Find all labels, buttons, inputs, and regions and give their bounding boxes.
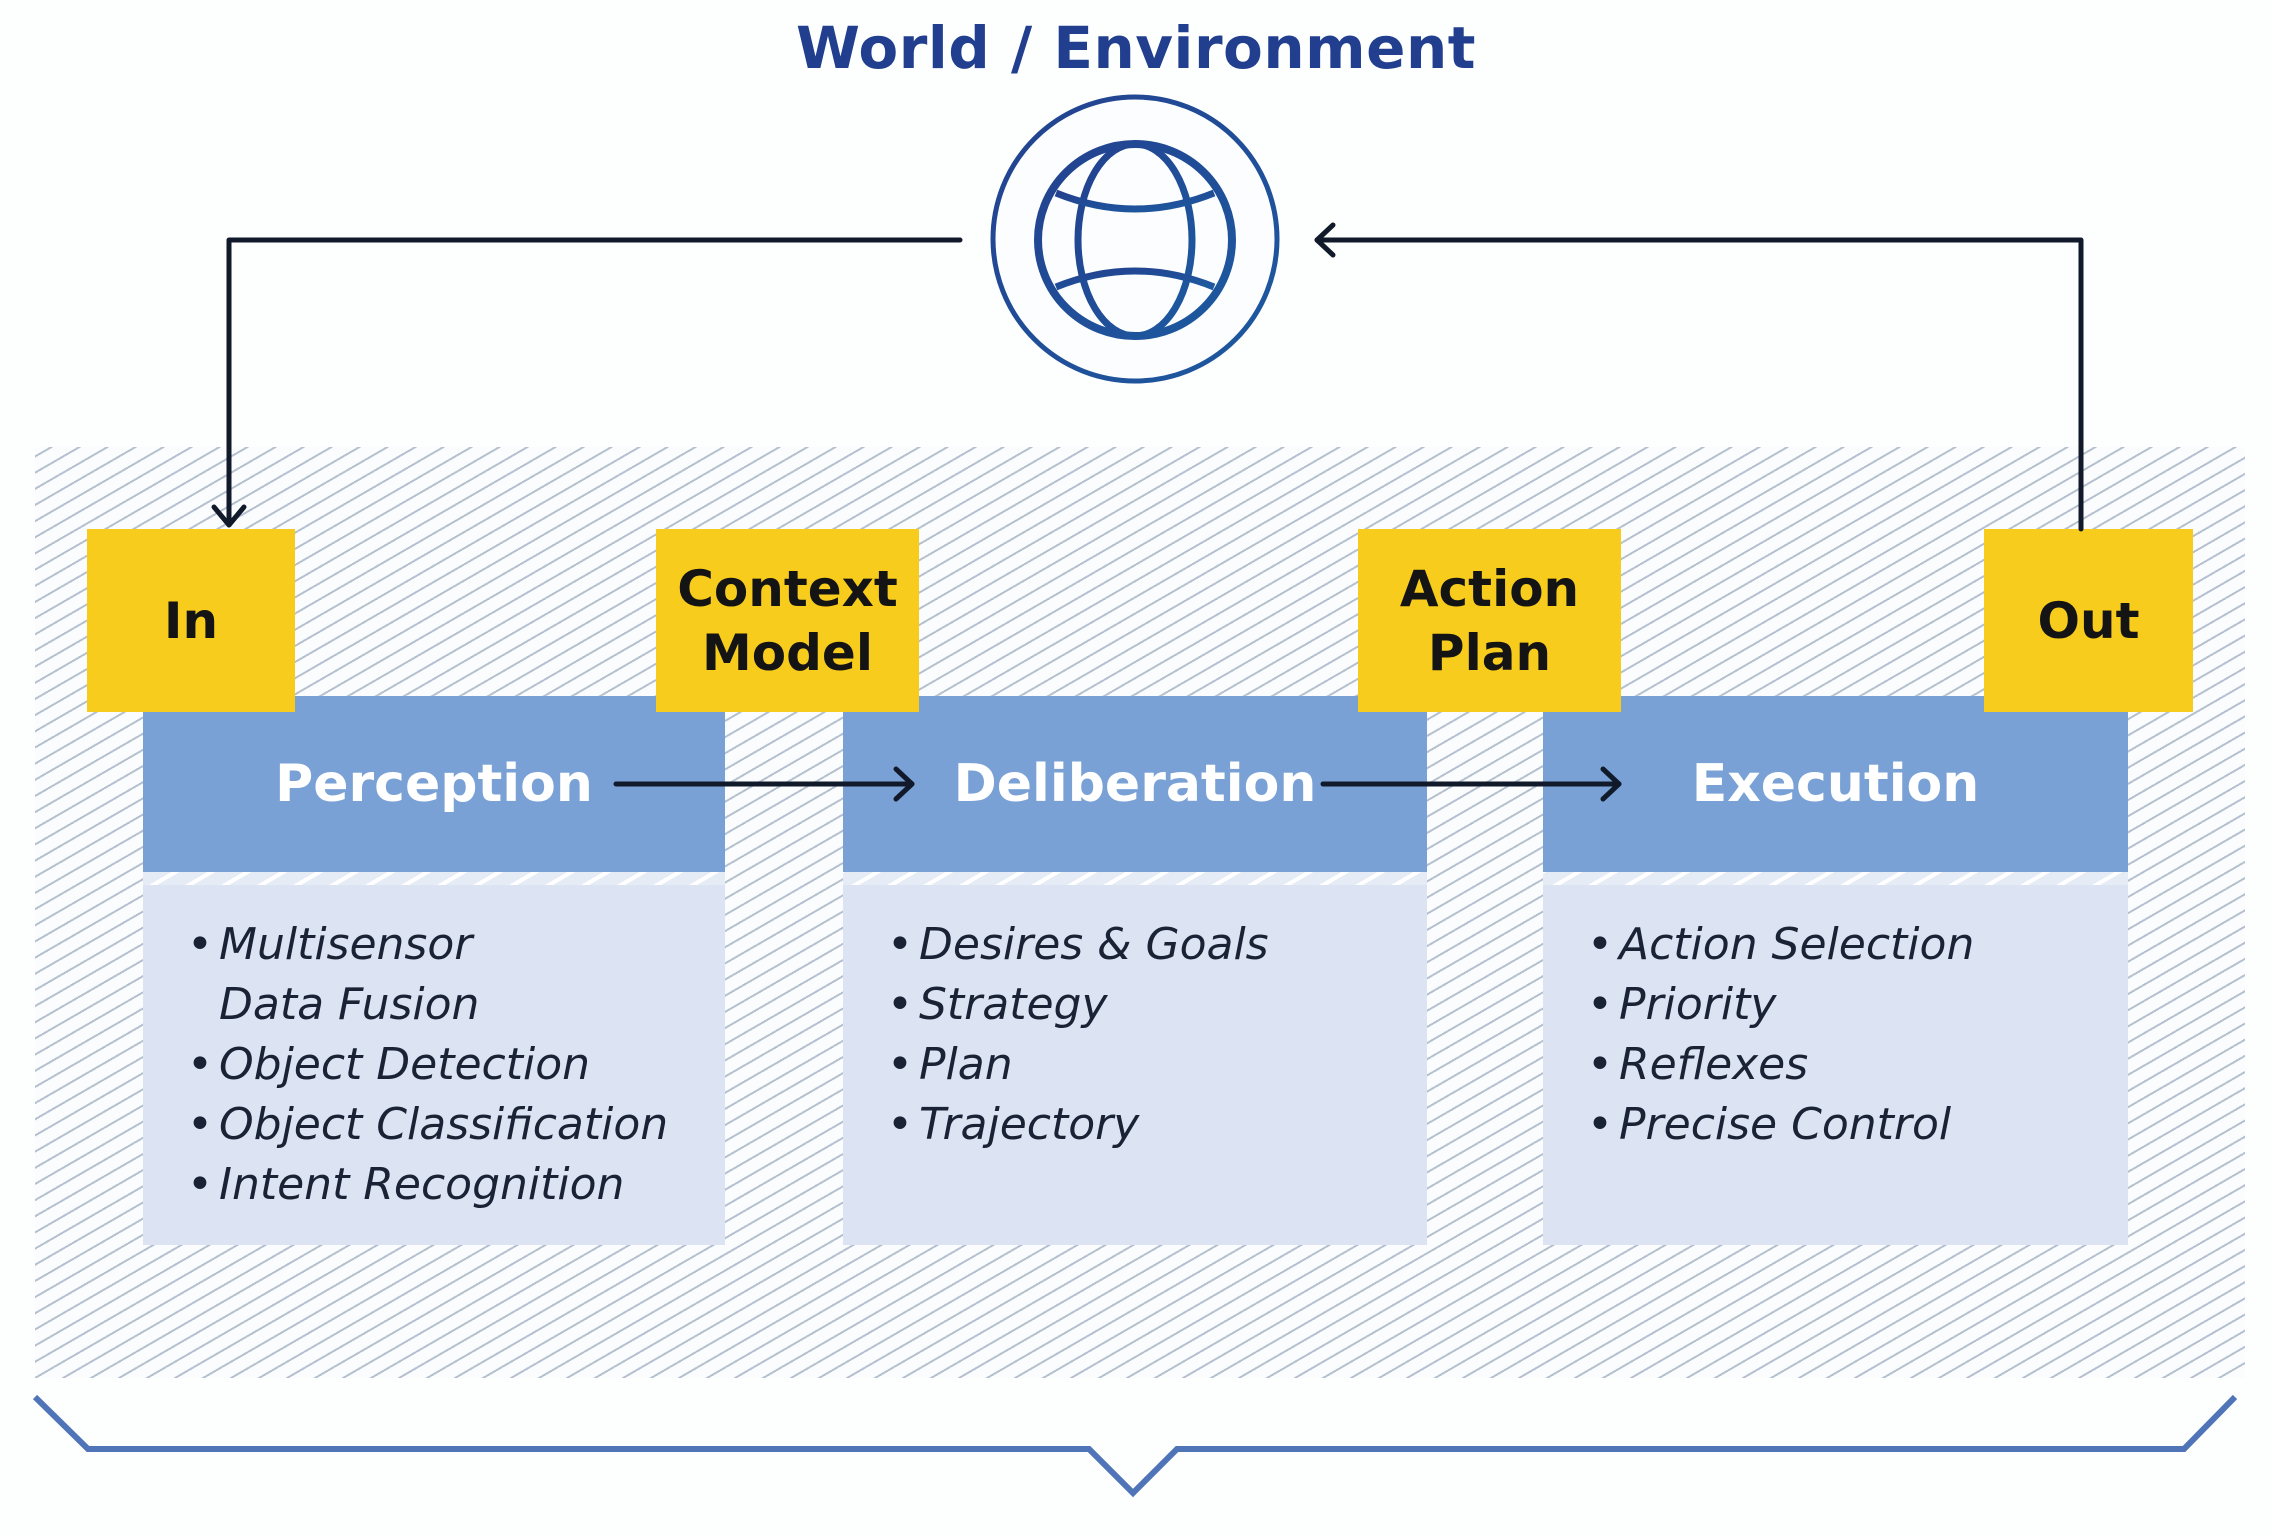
diagram-title: World / Environment [796, 14, 1476, 82]
stage-divider-perception [143, 872, 725, 885]
stage-header-deliberation: Deliberation [843, 696, 1427, 872]
tag-context-model: Context Model [656, 529, 919, 712]
list-item: Priority [1587, 975, 2128, 1035]
tag-in: In [87, 529, 295, 712]
list-item: Reflexes [1587, 1035, 2128, 1095]
list-item: Multisensor Data Fusion [187, 915, 725, 1035]
list-item: Strategy [887, 975, 1427, 1035]
list-item: Action Selection [1587, 915, 2128, 975]
list-item: Plan [887, 1035, 1427, 1095]
list-item: Intent Recognition [187, 1155, 725, 1215]
stage-header-execution: Execution [1543, 696, 2128, 872]
stage-body-deliberation: Desires & Goals Strategy Plan Trajectory [843, 885, 1427, 1245]
tag-action-plan: Action Plan [1358, 529, 1621, 712]
list-item: Object Classification [187, 1095, 725, 1155]
stage-header-perception: Perception [143, 696, 725, 872]
stage-title-deliberation: Deliberation [953, 754, 1317, 814]
stage-title-perception: Perception [275, 754, 593, 814]
list-item: Precise Control [1587, 1095, 2128, 1155]
stage-title-execution: Execution [1691, 754, 1980, 814]
list-item: Desires & Goals [887, 915, 1427, 975]
globe-icon [990, 94, 1280, 384]
list-item: Trajectory [887, 1095, 1427, 1155]
bottom-brace [32, 1394, 2238, 1498]
execution-list: Action Selection Priority Reflexes Preci… [1587, 915, 2128, 1155]
stage-divider-deliberation [843, 872, 1427, 885]
tag-out: Out [1984, 529, 2193, 712]
stage-body-execution: Action Selection Priority Reflexes Preci… [1543, 885, 2128, 1245]
list-item: Object Detection [187, 1035, 725, 1095]
stage-divider-execution [1543, 872, 2128, 885]
deliberation-list: Desires & Goals Strategy Plan Trajectory [887, 915, 1427, 1155]
perception-list: Multisensor Data Fusion Object Detection… [187, 915, 725, 1215]
stage-body-perception: Multisensor Data Fusion Object Detection… [143, 885, 725, 1245]
